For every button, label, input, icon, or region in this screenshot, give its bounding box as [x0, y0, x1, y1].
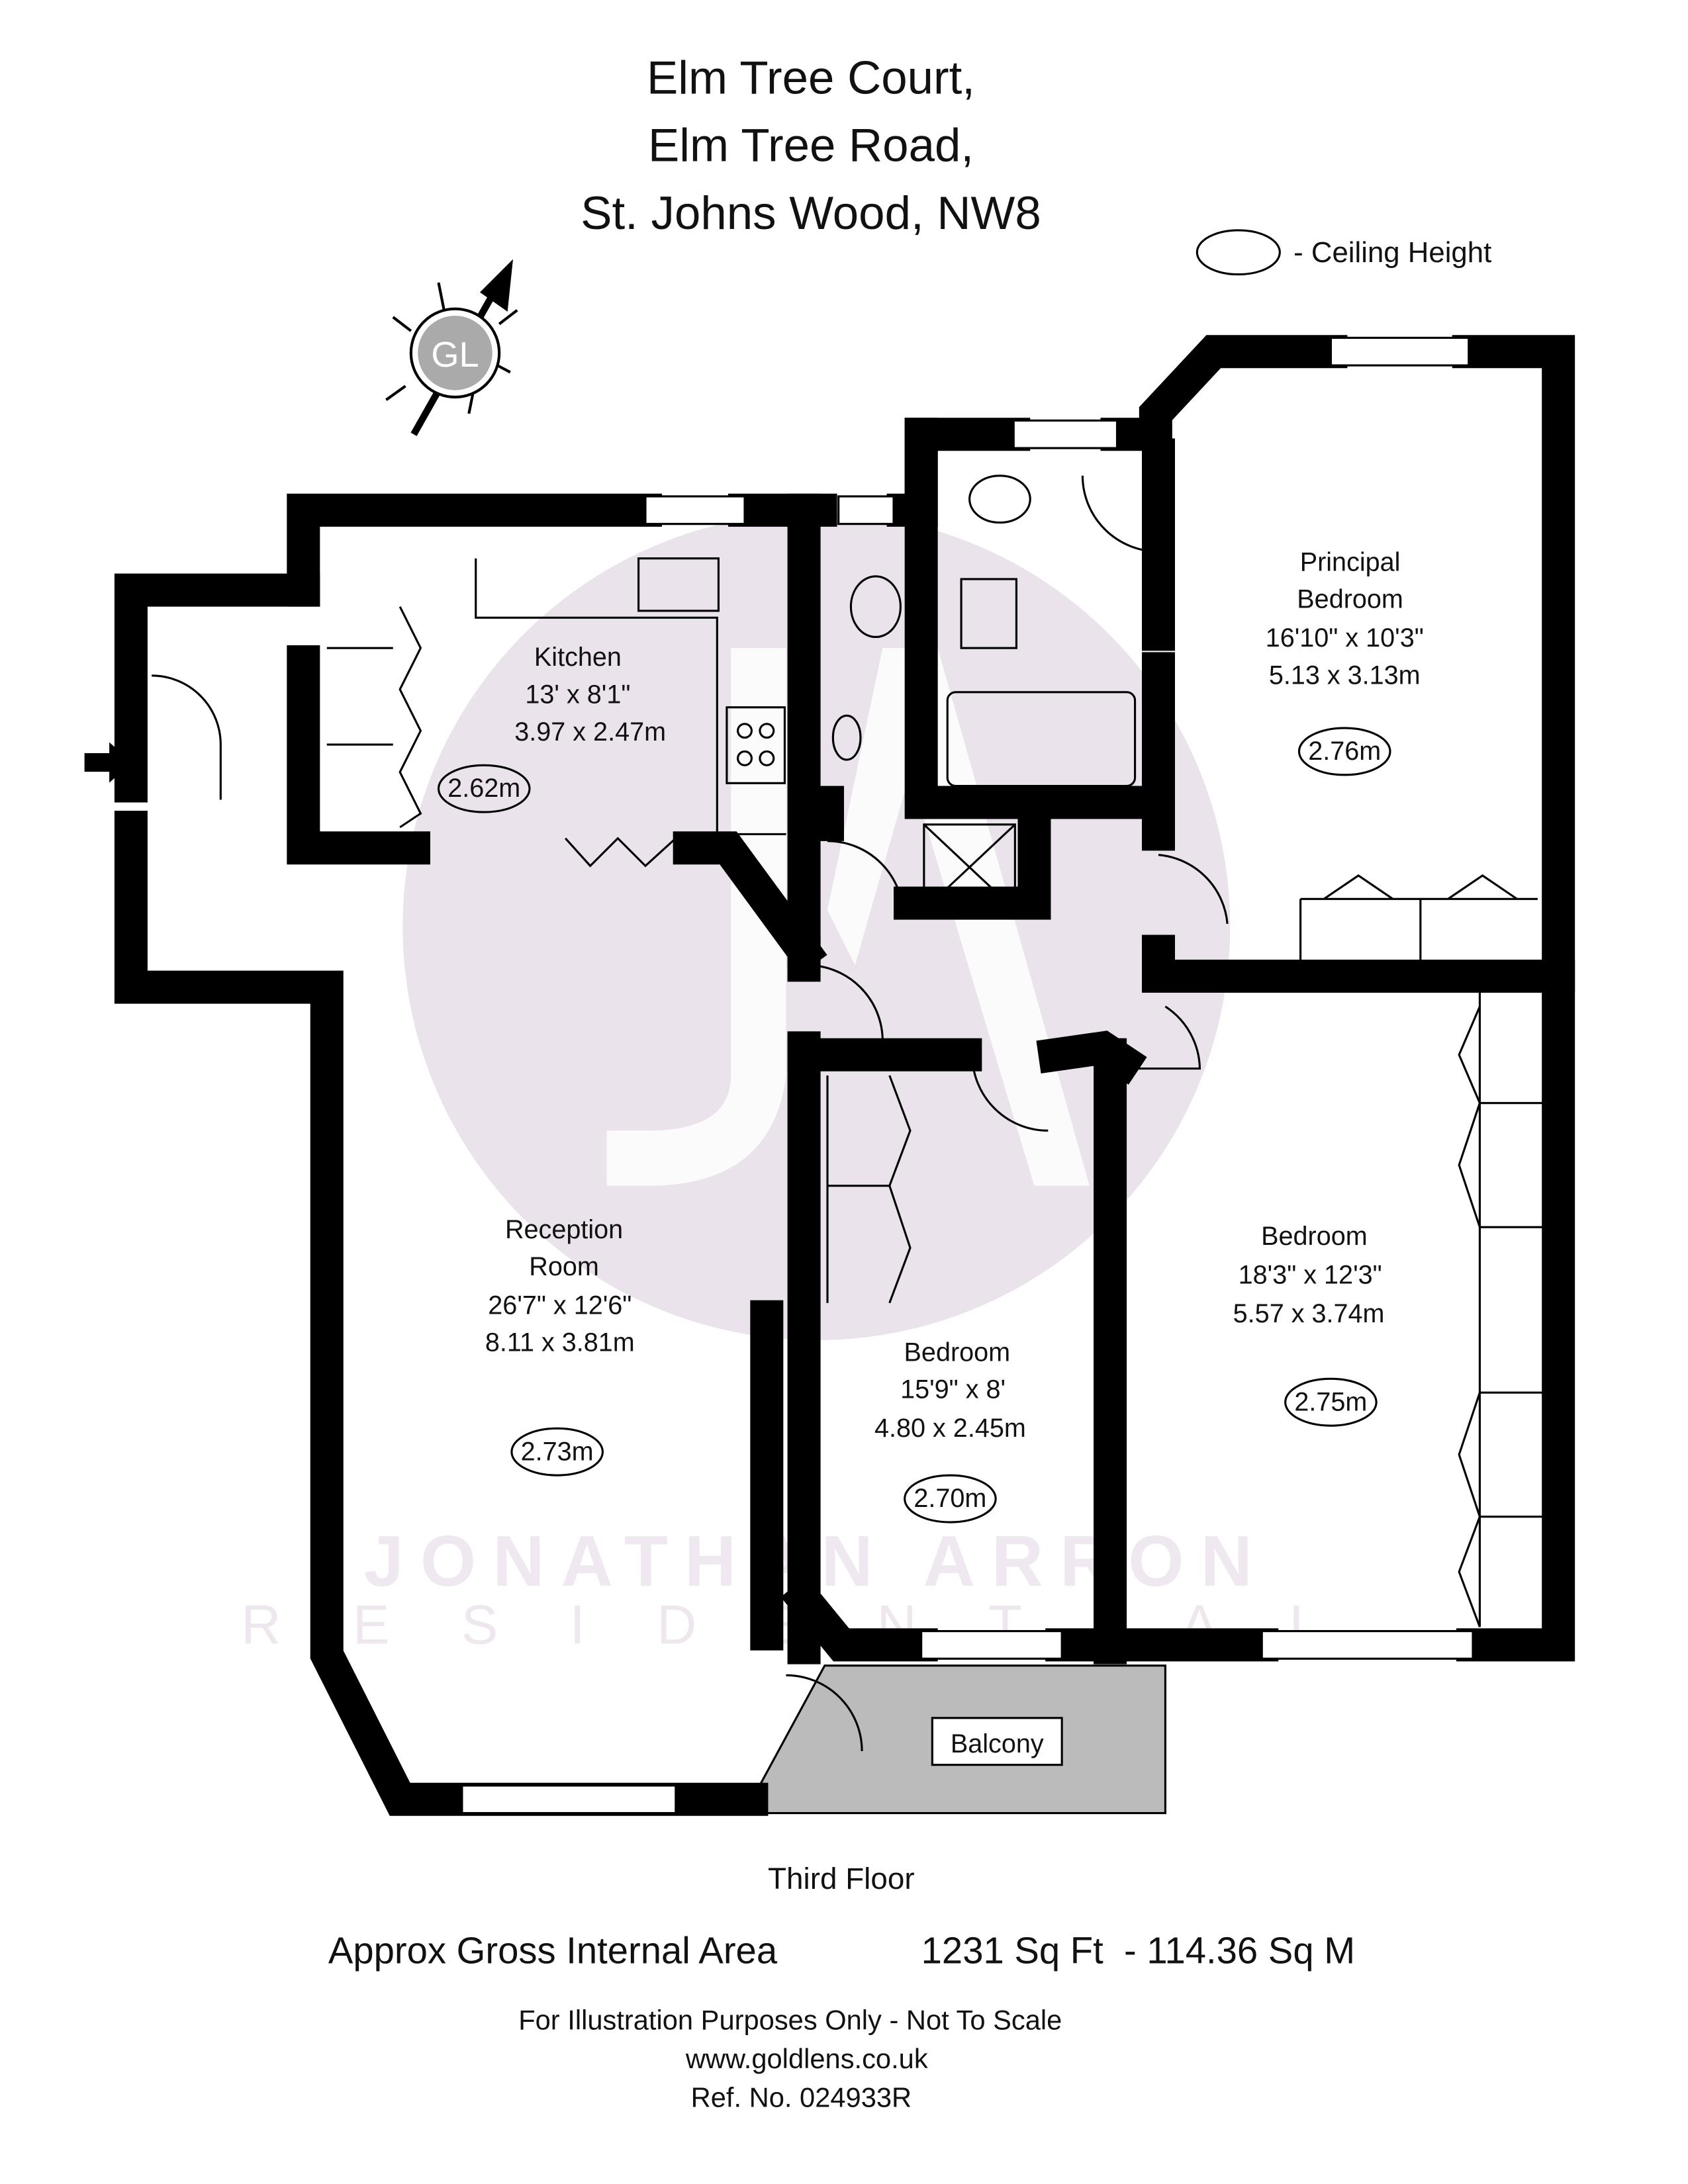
wardrobes-bedroom2: [826, 1075, 912, 1304]
wardrobes-bedroom3: [1458, 993, 1545, 1627]
room-reception: Reception Room 26'7" x 12'6" 8.11 x 3.81…: [485, 1215, 635, 1477]
principal-name-2: Bedroom: [1297, 585, 1403, 614]
website: www.goldlens.co.uk: [685, 2043, 928, 2074]
kitchen-ceiling: 2.62m: [447, 774, 520, 803]
principal-ceiling: 2.76m: [1308, 737, 1381, 766]
bedroom3-ceiling: 2.75m: [1294, 1387, 1367, 1416]
reception-name-1: Reception: [505, 1215, 623, 1244]
kitchen-imperial: 13' x 8'1": [525, 680, 630, 709]
fixtures: [84, 475, 1545, 1751]
bedroom2-metric: 4.80 x 2.45m: [874, 1414, 1026, 1443]
door-arc: [1081, 475, 1159, 553]
hob-icon: [726, 706, 786, 784]
balcony-label: Balcony: [951, 1729, 1044, 1758]
toilet-icon: [968, 475, 1031, 524]
balcony-label-box: [931, 1717, 1063, 1766]
compass-logo: GL: [431, 335, 479, 375]
floor-label: Third Floor: [768, 1862, 915, 1895]
walls: [114, 335, 1575, 1816]
reception-metric: 8.11 x 3.81m: [485, 1328, 635, 1357]
ceiling-height-legend-icon: [1196, 229, 1281, 276]
kitchen-name: Kitchen: [534, 643, 622, 672]
address-line-3: St. Johns Wood, NW8: [581, 187, 1041, 240]
bedroom3-metric: 5.57 x 3.74m: [1233, 1299, 1385, 1328]
area-value: 1231 Sq Ft - 114.36 Sq M: [921, 1930, 1355, 1972]
basin-icon: [960, 578, 1017, 649]
address-line-2: Elm Tree Road,: [648, 120, 974, 172]
toilet-icon-2: [849, 575, 902, 639]
room-bedroom-3: Bedroom 18'3" x 12'3" 5.57 x 3.74m 2.75m: [1233, 1222, 1385, 1427]
bedroom3-name: Bedroom: [1261, 1222, 1368, 1251]
reference-number: Ref. No. 024933R: [691, 2081, 912, 2113]
bedroom2-name: Bedroom: [904, 1338, 1011, 1367]
ceiling-height-legend-label: - Ceiling Height: [1293, 236, 1491, 269]
entry-arrow-icon: [84, 742, 133, 783]
principal-imperial: 16'10" x 10'3": [1266, 623, 1424, 653]
bifold-door: [565, 837, 677, 868]
compass-north-arrow-icon: GL: [385, 259, 518, 436]
reception-ceiling: 2.73m: [521, 1437, 594, 1466]
bedroom3-imperial: 18'3" x 12'3": [1239, 1261, 1382, 1290]
shower-icon: [923, 823, 1016, 911]
area-label: Approx Gross Internal Area: [328, 1930, 778, 1972]
kitchen-metric: 3.97 x 2.47m: [514, 717, 666, 747]
principal-metric: 5.13 x 3.13m: [1269, 660, 1421, 690]
watermark-monogram: [606, 648, 1090, 1186]
reception-imperial: 26'7" x 12'6": [488, 1291, 632, 1320]
bedroom2-ceiling: 2.70m: [914, 1484, 986, 1513]
room-principal-bedroom: Principal Bedroom 16'10" x 10'3" 5.13 x …: [1266, 547, 1424, 776]
reception-name-2: Room: [529, 1252, 599, 1281]
address-line-1: Elm Tree Court,: [647, 52, 975, 105]
wardrobes-principal: [1299, 874, 1538, 966]
windows: [461, 336, 1474, 1815]
bedroom2-imperial: 15'9" x 8': [900, 1375, 1006, 1404]
disclaimer: For Illustration Purposes Only - Not To …: [518, 2005, 1062, 2036]
wardrobes-kitchen: [326, 606, 422, 829]
bath-icon: [946, 691, 1137, 788]
principal-name-1: Principal: [1300, 547, 1401, 576]
room-bedroom-2: Bedroom 15'9" x 8' 4.80 x 2.45m 2.70m: [874, 1338, 1026, 1524]
kitchen-sink-icon: [637, 557, 720, 612]
room-kitchen: Kitchen 13' x 8'1" 3.97 x 2.47m 2.62m: [437, 643, 666, 813]
kitchen-worktop: [475, 558, 786, 835]
basin-icon-2: [831, 714, 862, 761]
